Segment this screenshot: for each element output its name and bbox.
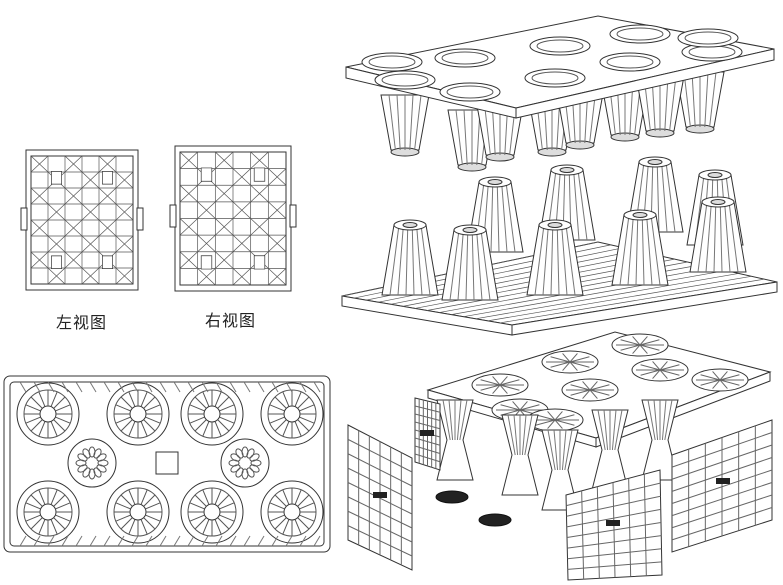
assembled-module-drawing xyxy=(348,332,772,580)
upright-tray-drawing xyxy=(342,157,777,335)
inverted-tray-drawing xyxy=(346,16,774,171)
top-plan-view-drawing xyxy=(4,376,330,552)
left-view-drawing xyxy=(21,150,143,290)
left-view-caption: 左视图 xyxy=(56,313,108,332)
right-view-drawing xyxy=(170,146,296,291)
right-view-caption: 右视图 xyxy=(205,311,257,330)
